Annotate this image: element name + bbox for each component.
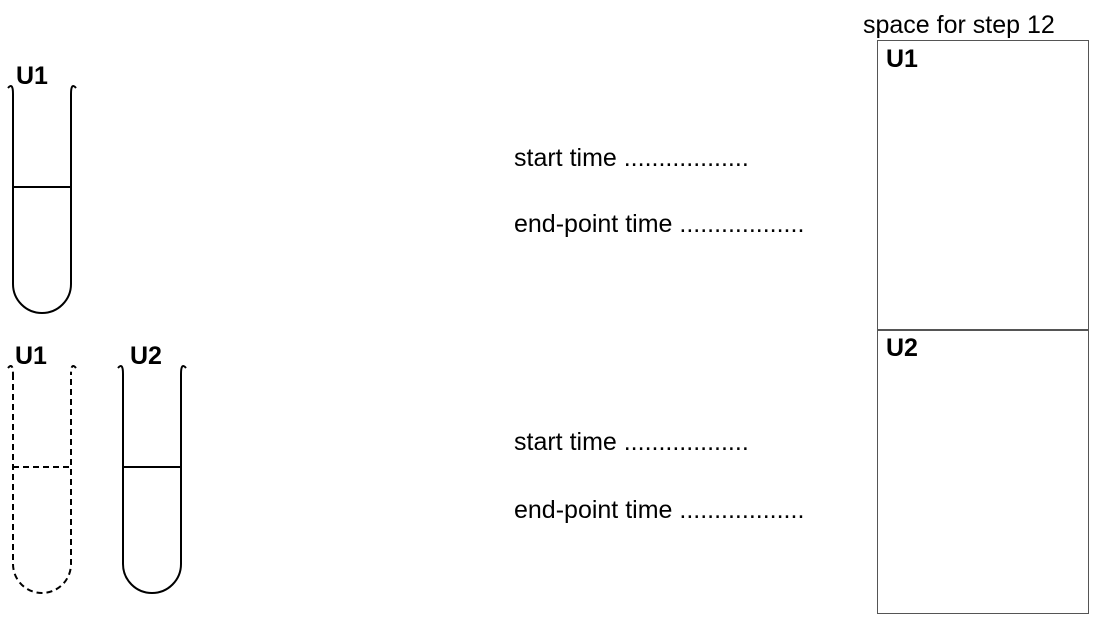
test-tube-u1-dashed [7,365,77,594]
tube-lip-right [70,365,77,375]
tube-lip-left [7,85,14,95]
step-box-u1[interactable]: U1 [877,40,1089,331]
test-tube-u2 [117,365,187,594]
u2-end-point-time-line[interactable]: end-point time .................. [514,496,805,524]
tube-lip-right [180,365,187,375]
u1-start-time-line[interactable]: start time .................. [514,144,749,172]
tube-body [12,374,72,594]
step-box-label-u1: U1 [886,45,918,73]
tube-label-u1-bottom: U1 [15,342,47,370]
u1-end-point-time-line[interactable]: end-point time .................. [514,210,805,238]
step-box-label-u2: U2 [886,334,918,362]
tube-body [12,94,72,314]
u2-start-time-line[interactable]: start time .................. [514,428,749,456]
tube-lip-left [7,365,14,375]
tube-lip-right [70,85,77,95]
test-tube-u1-top [7,85,77,314]
step-box-u2[interactable]: U2 [877,329,1089,614]
tube-body [122,374,182,594]
tube-label-u2-bottom: U2 [130,342,162,370]
step-space-heading: space for step 12 [863,11,1055,39]
tube-lip-left [117,365,124,375]
tube-label-u1-top: U1 [16,62,48,90]
